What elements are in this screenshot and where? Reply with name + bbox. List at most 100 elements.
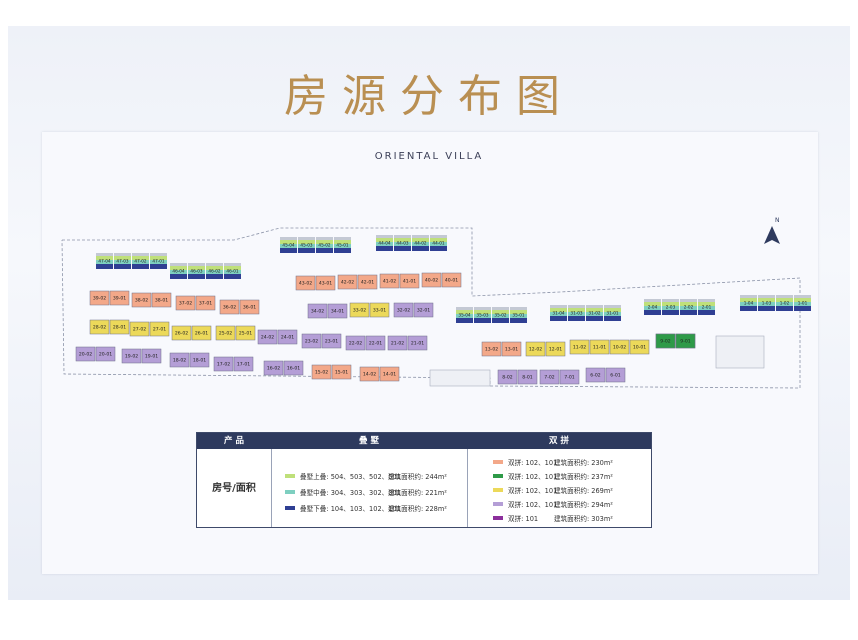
legend-swatch <box>493 502 503 506</box>
duplex-unit <box>481 341 502 357</box>
duplex-unit <box>407 335 428 351</box>
legend-swatch <box>285 474 295 478</box>
floor-lower <box>662 310 679 315</box>
floor-lower <box>776 306 793 311</box>
legend-item-name: 双拼: 102、101 <box>508 487 558 495</box>
floor-upper <box>604 308 621 312</box>
roof-strip <box>206 263 223 266</box>
floor-middle <box>96 260 113 264</box>
duplex-unit <box>393 302 414 318</box>
roof-strip <box>412 235 429 238</box>
floor-middle <box>644 306 661 310</box>
unit-label: 43-02 <box>299 281 312 287</box>
legend-item-area: 建筑面积约: 237m² <box>554 473 613 481</box>
floor-upper <box>316 240 333 244</box>
unit-label: 47-01 <box>152 259 165 264</box>
duplex-unit <box>517 369 538 385</box>
unit-label: 32-01 <box>417 308 430 314</box>
duplex-unit <box>235 325 256 341</box>
duplex-unit <box>365 335 386 351</box>
unit-label: 34-02 <box>311 309 324 315</box>
floor-middle <box>132 260 149 264</box>
floor-middle <box>298 244 315 248</box>
duplex-unit <box>263 360 284 376</box>
legend-divider <box>271 449 272 527</box>
roof-strip <box>740 295 757 298</box>
floor-lower <box>96 264 113 269</box>
legend-swatch <box>285 490 295 494</box>
unit-label: 14-02 <box>363 372 376 378</box>
floor-middle <box>776 302 793 306</box>
unit-label: 35-04 <box>458 313 471 318</box>
legend-swatch <box>493 488 503 492</box>
floor-middle <box>224 270 241 274</box>
unit-label: 13-01 <box>505 347 518 353</box>
floor-lower <box>474 318 491 323</box>
unit-label: 27-02 <box>133 327 146 333</box>
duplex-unit <box>525 341 546 357</box>
legend-table: 产 品 叠 墅 双 拼 房号/面积 叠墅上叠: 504、503、502、501 … <box>196 432 652 528</box>
floor-lower <box>316 248 333 253</box>
unit-label: 38-02 <box>135 298 148 304</box>
floor-lower <box>224 274 241 279</box>
duplex-unit <box>337 274 358 290</box>
floor-lower <box>680 310 697 315</box>
floor-upper <box>114 256 131 260</box>
duplex-unit <box>109 319 130 335</box>
duplex-unit <box>331 364 352 380</box>
unit-label: 46-04 <box>172 269 185 274</box>
floor-middle <box>698 306 715 310</box>
unit-label: 44-04 <box>378 241 391 246</box>
roof-strip <box>474 307 491 310</box>
unit-label: 42-02 <box>341 280 354 286</box>
duplex-unit <box>675 333 696 349</box>
unit-label: 40-01 <box>445 278 458 284</box>
legend-item-area: 建筑面积约: 244m² <box>388 473 447 481</box>
floor-middle <box>604 312 621 316</box>
unit-label: 1-03 <box>762 301 772 306</box>
unit-label: 1-04 <box>744 301 754 306</box>
